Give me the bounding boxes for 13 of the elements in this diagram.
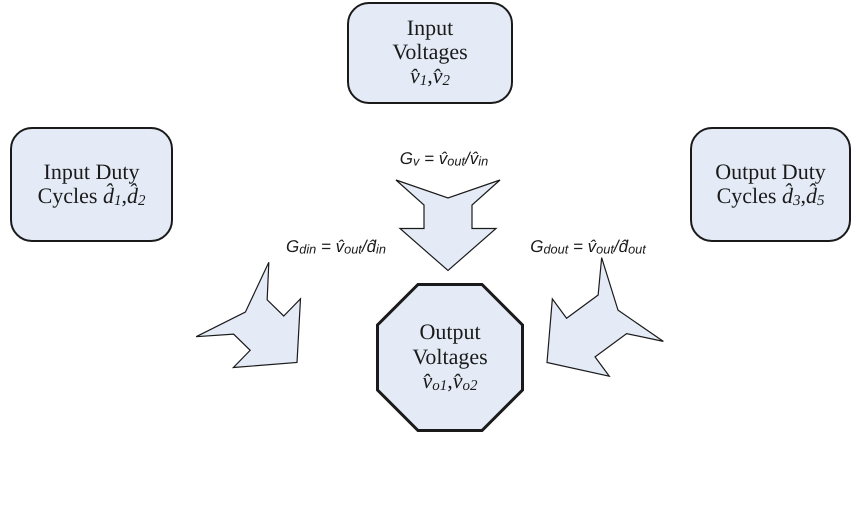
- edge-label: G$_{din}$ = v̂$_{out}$/d̂$_{in}$: [286, 237, 386, 257]
- node-label: Output Duty Cycles d̂$_{3}$,d̂$_{5}$: [714, 160, 827, 210]
- node-label: Input Duty Cycles d̂$_{1}$,d̂$_{2}$: [36, 160, 146, 210]
- edge-label: G$_{v}$ = v̂$_{out}$/v̂$_{in}$: [400, 149, 488, 169]
- edge-label: G$_{dout}$ = v̂$_{out}$/d̂$_{out}$: [530, 237, 646, 257]
- node-label: Output Voltages v̂$_{o1}$,v̂$_{o2}$: [411, 320, 489, 395]
- block-arrow: [546, 257, 664, 378]
- rounded-box: [347, 2, 513, 104]
- rounded-box: [690, 127, 851, 242]
- rounded-box: [10, 127, 173, 242]
- block-arrow: [395, 179, 501, 272]
- node-label: Input Voltages v̂$_{1}$,v̂$_{2}$: [391, 16, 469, 90]
- block-arrow: [196, 262, 302, 368]
